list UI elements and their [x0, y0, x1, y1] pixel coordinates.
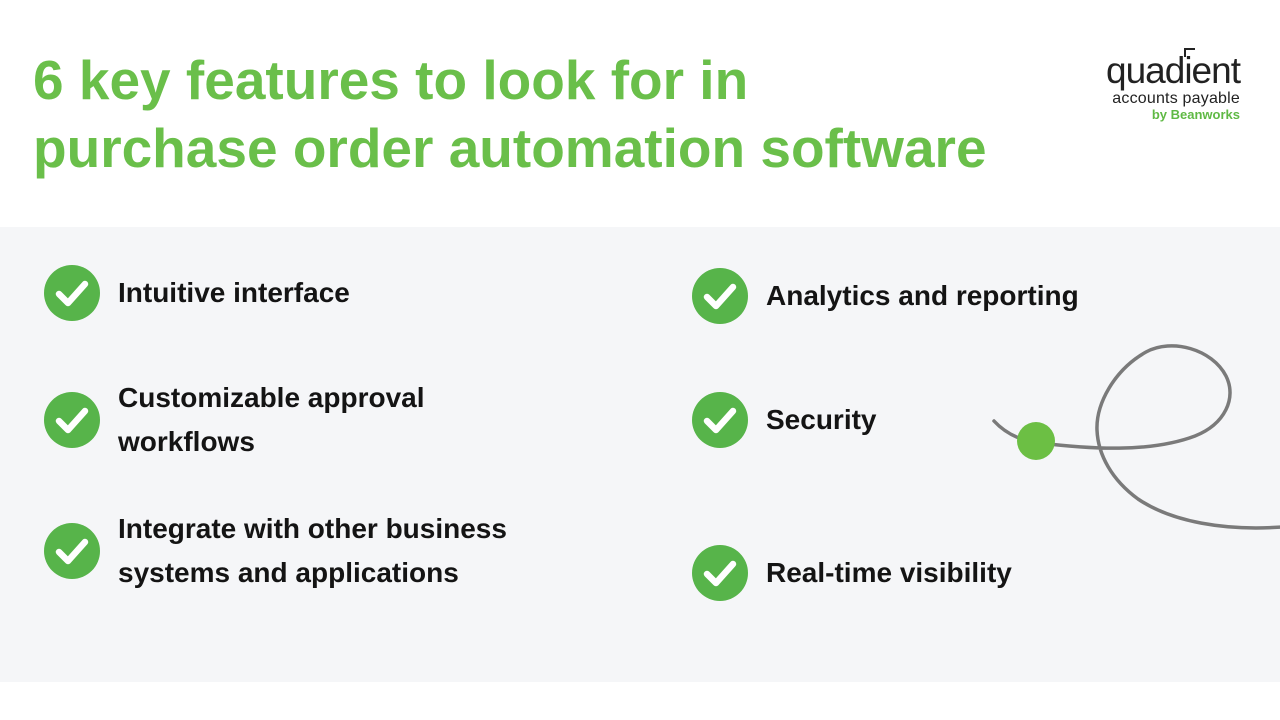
- feature-item-customizable-approval-workflows: Customizable approval workflows: [44, 376, 518, 464]
- feature-item-real-time-visibility: Real-time visibility: [692, 545, 1012, 601]
- page-title-line2: purchase order automation software: [33, 117, 987, 179]
- feature-item-security: Security: [692, 392, 877, 448]
- check-circle-icon: [692, 392, 748, 448]
- check-circle-icon: [692, 545, 748, 601]
- feature-item-intuitive-interface: Intuitive interface: [44, 265, 350, 321]
- feature-label: Integrate with other business systems an…: [118, 513, 507, 588]
- feature-label: Customizable approval workflows: [118, 382, 425, 457]
- quadient-wordmark: quadient: [1106, 48, 1241, 91]
- feature-label: Real-time visibility: [766, 557, 1012, 588]
- feature-label: Intuitive interface: [118, 277, 350, 308]
- quadient-wordmark-text: quadient: [1106, 50, 1241, 91]
- check-circle-icon: [44, 392, 100, 448]
- check-circle-icon: [44, 523, 100, 579]
- page-title: 6 key features to look for in purchase o…: [33, 46, 1193, 182]
- feature-label: Security: [766, 404, 877, 435]
- quadient-logo: quadient accounts payable by Beanworks: [1040, 48, 1241, 123]
- feature-item-analytics-and-reporting: Analytics and reporting: [692, 268, 1079, 324]
- check-circle-icon: [44, 265, 100, 321]
- feature-item-integrate-business-systems: Integrate with other business systems an…: [44, 507, 518, 595]
- logo-tagline: accounts payable: [1112, 90, 1240, 107]
- feature-label: Analytics and reporting: [766, 280, 1079, 311]
- logo-byline: by Beanworks: [1151, 107, 1240, 122]
- page-title-line1: 6 key features to look for in: [33, 49, 749, 111]
- check-circle-icon: [692, 268, 748, 324]
- quadient-i-accent-mark: [1183, 48, 1195, 57]
